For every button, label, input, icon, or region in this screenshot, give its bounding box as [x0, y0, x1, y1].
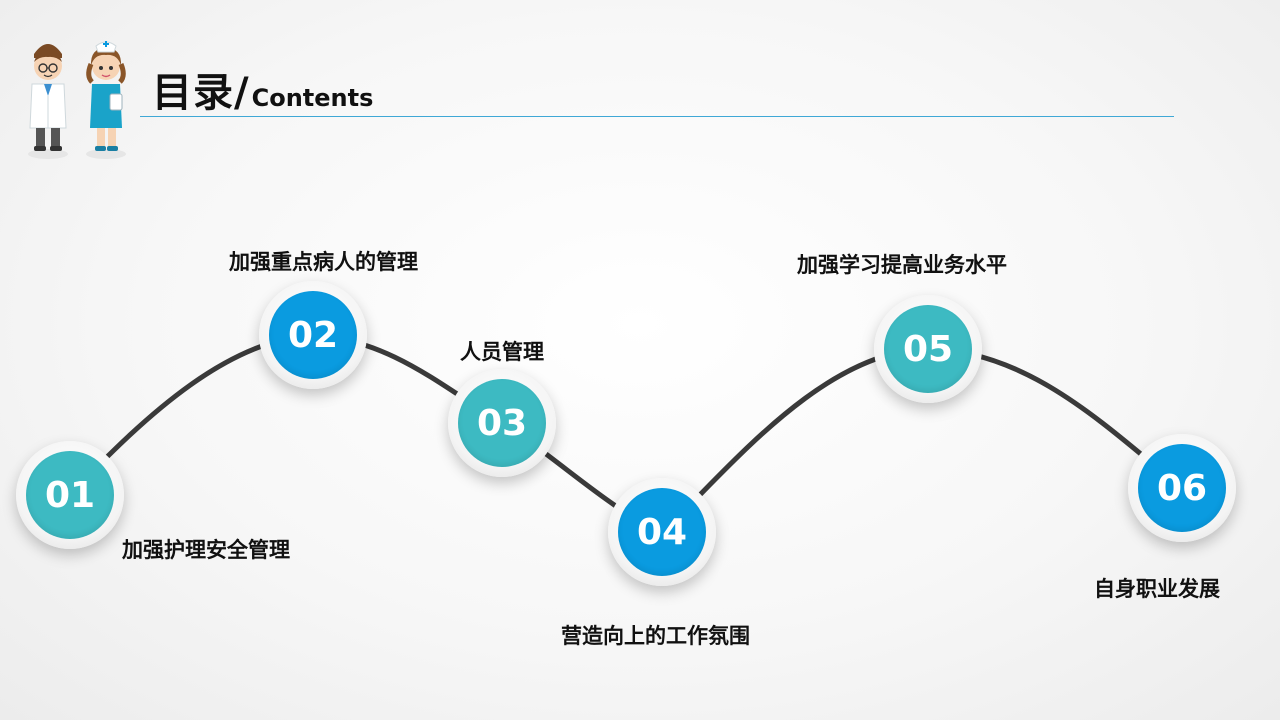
item-number-03: 03: [458, 379, 546, 467]
item-number-01: 01: [26, 451, 114, 539]
title-en: Contents: [251, 84, 374, 112]
item-node-03[interactable]: 03: [448, 369, 556, 477]
page-title: 目录/Contents: [152, 60, 373, 118]
item-label-01: 加强护理安全管理: [122, 538, 290, 562]
item-number-05: 05: [884, 305, 972, 393]
item-number-06: 06: [1138, 444, 1226, 532]
item-label-06: 自身职业发展: [1094, 577, 1220, 601]
item-node-05[interactable]: 05: [874, 295, 982, 403]
item-number-04: 04: [618, 488, 706, 576]
title-zh: 目录/: [152, 70, 250, 116]
item-label-02: 加强重点病人的管理: [229, 250, 418, 274]
item-label-05: 加强学习提高业务水平: [797, 253, 1007, 277]
item-label-04: 营造向上的工作氛围: [561, 624, 750, 648]
item-node-02[interactable]: 02: [259, 281, 367, 389]
item-label-03: 人员管理: [460, 340, 544, 364]
doctor-nurse-mascots-icon: [28, 41, 126, 159]
item-node-01[interactable]: 01: [16, 441, 124, 549]
item-node-04[interactable]: 04: [608, 478, 716, 586]
title-divider: [140, 116, 1174, 117]
item-number-02: 02: [269, 291, 357, 379]
item-node-06[interactable]: 06: [1128, 434, 1236, 542]
